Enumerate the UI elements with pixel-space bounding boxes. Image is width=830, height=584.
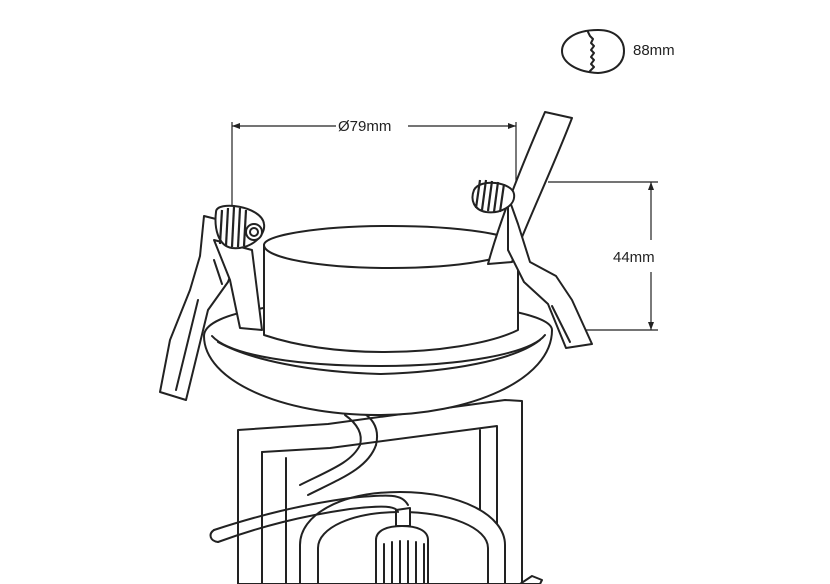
power-cable [209,411,409,543]
socket-assembly [299,491,506,584]
height-label: 44mm [613,249,655,266]
hole-saw-icon [561,29,625,74]
cutout-label: 88mm [633,42,675,59]
spring-clip-right [471,179,593,349]
frame-clip [519,575,543,584]
diameter-label: Ø79mm [338,118,391,135]
lamp-housing [263,225,519,353]
spring-clip-left [159,204,266,401]
height-dimension [548,181,658,331]
diameter-dimension [231,122,517,205]
